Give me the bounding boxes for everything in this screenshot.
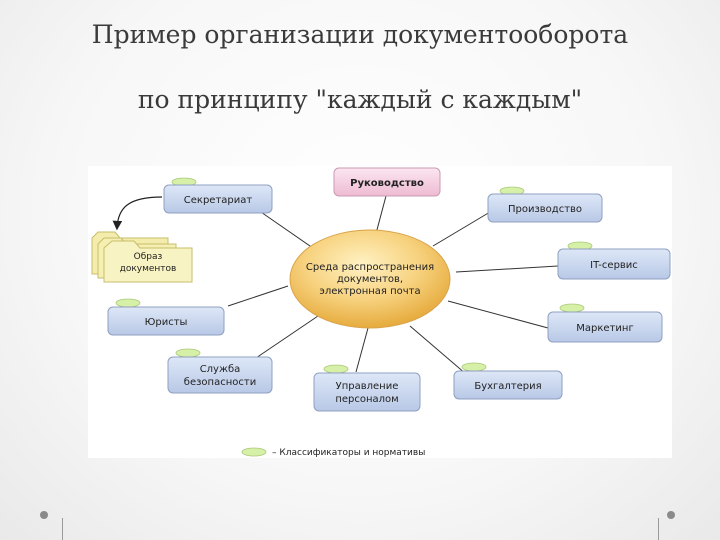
- connector-upravlenie: [355, 327, 369, 373]
- node-marketing: Маркетинг: [547, 303, 663, 343]
- classifier-tab-icon: [323, 364, 349, 374]
- document-flow-diagram: Образ документов Среда распространения д…: [88, 166, 672, 458]
- node-upravlenie-personalom: Управление персоналом: [313, 364, 421, 412]
- legend-tab-icon: [241, 447, 267, 457]
- center-label-line-2: документов,: [337, 274, 403, 285]
- slide-title-line-1: Пример организации документооборота: [91, 20, 629, 49]
- corner-dot-left: [40, 511, 48, 519]
- node-sluzhba-bezopasnosti: Служба безопасности: [167, 348, 273, 394]
- secretariat-to-folder-arrow: [112, 196, 163, 231]
- node-buhgalteriya: Бухгалтерия: [453, 362, 563, 400]
- connector-it-servis: [455, 265, 559, 273]
- node-label-marketing: Маркетинг: [576, 323, 633, 334]
- connector-marketing: [447, 300, 549, 329]
- node-yuristy: Юристы: [107, 298, 225, 336]
- folder-icon: Образ документов: [91, 231, 193, 283]
- connector-buhgalteriya: [409, 325, 467, 375]
- connector-proizvodstvo: [432, 211, 491, 247]
- legend: – Классификаторы и нормативы: [241, 447, 425, 458]
- folder-label-line-1: Образ: [134, 252, 163, 262]
- node-label-upravlenie-line-2: персоналом: [335, 394, 398, 405]
- node-label-proizvodstvo: Производство: [508, 204, 582, 215]
- node-rukovodstvo: Руководство: [333, 167, 441, 197]
- divider-left: [62, 518, 63, 540]
- classifier-tab-icon: [115, 298, 141, 308]
- center-label-line-3: электронная почта: [319, 286, 420, 297]
- node-label-sluzhba-line-1: Служба: [200, 364, 241, 375]
- node-label-buhgalteriya: Бухгалтерия: [474, 381, 541, 392]
- slide-title-line-2: по принципу "каждый с каждым": [137, 85, 583, 114]
- divider-right: [658, 518, 659, 540]
- folder-label-line-2: документов: [120, 264, 177, 274]
- node-label-sekretariat: Секретариат: [184, 195, 253, 206]
- connector-sluzhba: [249, 315, 319, 363]
- node-label-sluzhba-line-2: безопасности: [184, 377, 256, 388]
- center-label-line-1: Среда распространения: [306, 262, 434, 273]
- classifier-tab-icon: [559, 303, 585, 313]
- node-it-servis: IT-сервис: [557, 241, 671, 280]
- diagram-canvas: Образ документов Среда распространения д…: [91, 167, 671, 458]
- classifier-tab-icon: [175, 348, 201, 358]
- node-label-yuristy: Юристы: [145, 317, 188, 328]
- node-label-it-servis: IT-сервис: [590, 260, 638, 271]
- node-proizvodstvo: Производство: [487, 186, 603, 223]
- center-node: Среда распространения документов, электр…: [289, 229, 451, 329]
- node-label-upravlenie-line-1: Управление: [336, 381, 399, 392]
- node-label-rukovodstvo: Руководство: [350, 178, 424, 189]
- node-sekretariat: Секретариат: [163, 177, 273, 214]
- corner-dot-right: [667, 511, 675, 519]
- legend-label: – Классификаторы и нормативы: [272, 448, 425, 458]
- connector-yuristy: [227, 285, 289, 307]
- classifier-tab-icon: [461, 362, 487, 372]
